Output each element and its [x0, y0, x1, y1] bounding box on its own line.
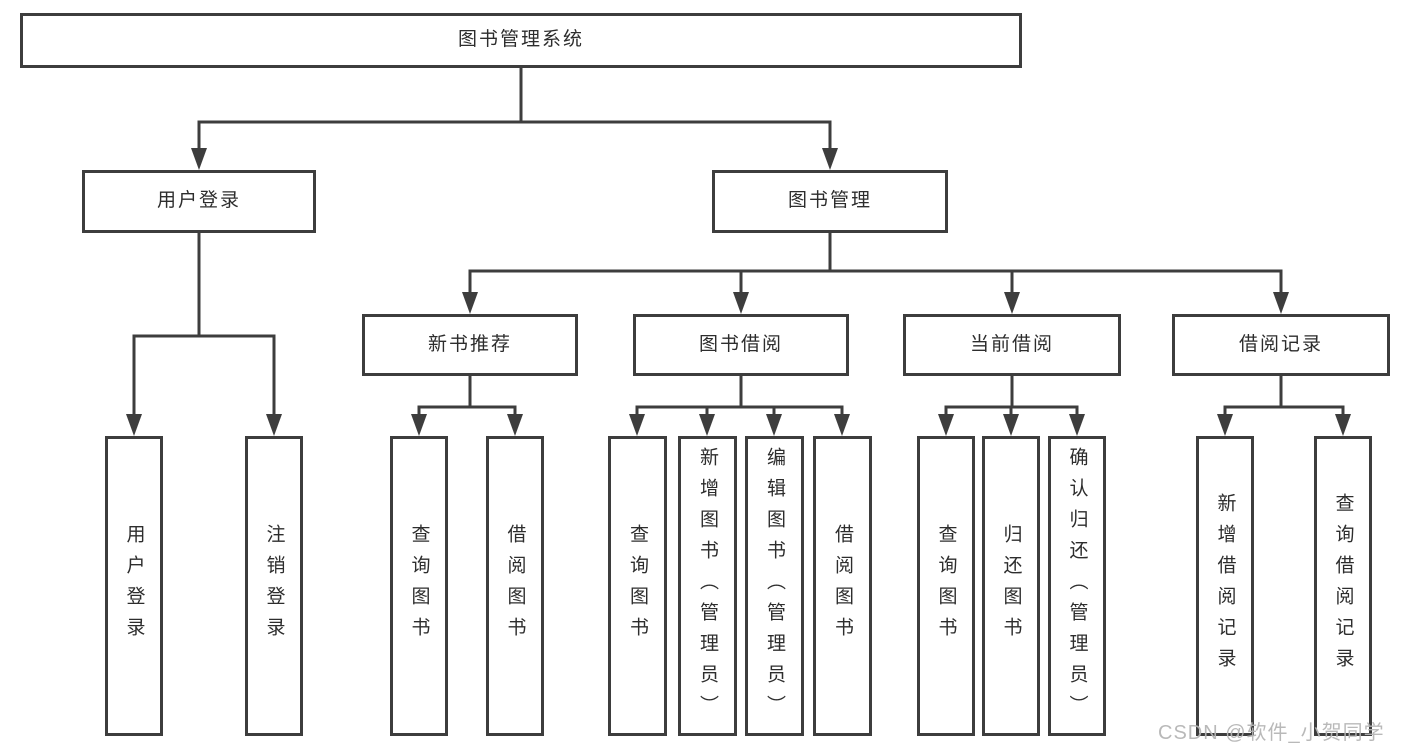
leaf-edit-book-admin: 编辑图书（管理员） — [745, 436, 804, 736]
node-user-login: 用户登录 — [82, 170, 316, 233]
node-current-borrow: 当前借阅 — [903, 314, 1121, 376]
leaf-add-book-admin: 新增图书（管理员） — [678, 436, 737, 736]
node-book-borrow: 图书借阅 — [633, 314, 849, 376]
leaf-query-books-borrow: 查询图书 — [608, 436, 667, 736]
leaf-query-books-recommend: 查询图书 — [390, 436, 448, 736]
leaf-query-borrow-record: 查询借阅记录 — [1314, 436, 1372, 736]
leaf-add-borrow-record: 新增借阅记录 — [1196, 436, 1254, 736]
leaf-logout: 注销登录 — [245, 436, 303, 736]
leaf-borrow-books-recommend: 借阅图书 — [486, 436, 544, 736]
leaf-query-books-current: 查询图书 — [917, 436, 975, 736]
node-new-book-recommend: 新书推荐 — [362, 314, 578, 376]
arrow-down-icons — [126, 148, 1351, 436]
leaf-borrow-books: 借阅图书 — [813, 436, 872, 736]
leaf-return-book: 归还图书 — [982, 436, 1040, 736]
leaf-user-login: 用户登录 — [105, 436, 163, 736]
csdn-watermark: CSDN @软件_小贺同学 — [1158, 722, 1385, 744]
node-library-system: 图书管理系统 — [20, 13, 1022, 68]
leaf-confirm-return-admin: 确认归还（管理员） — [1048, 436, 1106, 736]
node-borrow-records: 借阅记录 — [1172, 314, 1390, 376]
node-book-management: 图书管理 — [712, 170, 948, 233]
